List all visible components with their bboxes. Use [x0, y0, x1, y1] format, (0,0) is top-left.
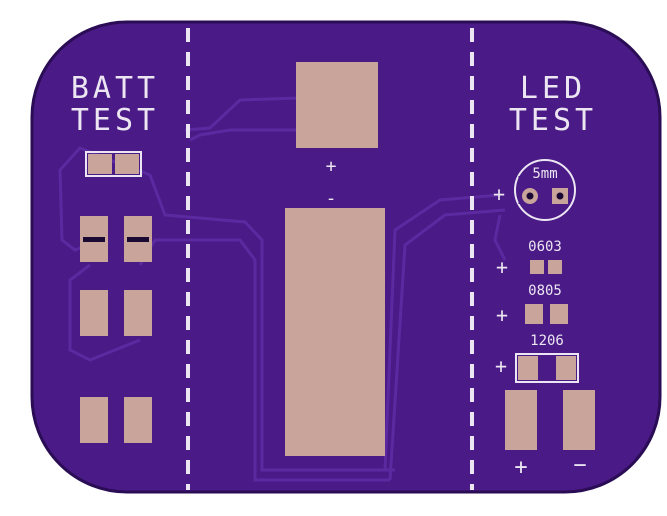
smd-0603-plus: +	[496, 255, 508, 279]
batt-smd-pad-left	[88, 154, 112, 174]
led-5mm-hole-anode	[526, 192, 534, 200]
led-bottom-minus: −	[573, 453, 586, 478]
led-5mm-hole-cathode	[556, 192, 564, 200]
smd-1206-label: 1206	[530, 333, 564, 349]
center-plus-mark: +	[326, 156, 337, 177]
batt-pad-3a	[80, 290, 108, 336]
smd-1206-pad-left	[518, 356, 538, 380]
smd-0805-pad-right	[550, 304, 568, 324]
smd-0805-pad-left	[525, 304, 543, 324]
led-bottom-plus: +	[514, 455, 527, 480]
smd-0603-pad-right	[548, 260, 562, 274]
smd-1206-pad-right	[556, 356, 576, 380]
batt-pad-3b	[124, 290, 152, 336]
led-5mm-label: 5mm	[532, 166, 557, 182]
batt-pad-2a-mark	[83, 237, 105, 242]
smd-0603-pad-left	[530, 260, 544, 274]
led-bottom-pad-plus	[505, 390, 537, 450]
center-minus-mark: -	[326, 188, 337, 209]
batt-pad-4b	[124, 397, 152, 443]
smd-1206-plus: +	[495, 354, 507, 378]
led-5mm-plus: +	[493, 182, 505, 206]
smd-1206-outline	[515, 353, 579, 383]
batt-smd-outline	[85, 151, 142, 177]
batt-title-line2: TEST	[71, 103, 159, 138]
batt-pad-4a	[80, 397, 108, 443]
batt-title-line1: BATT	[71, 71, 159, 106]
batt-pad-2b-mark	[127, 237, 149, 242]
smd-0805-label: 0805	[528, 283, 562, 299]
smd-0603-label: 0603	[528, 239, 562, 255]
smd-0805-plus: +	[496, 303, 508, 327]
led-bottom-pad-minus	[563, 390, 595, 450]
led-5mm-outline	[514, 159, 576, 221]
batt-smd-pad-right	[115, 154, 139, 174]
led-title-line2: TEST	[509, 103, 597, 138]
led-title-line1: LED	[520, 71, 586, 106]
center-pad-top	[296, 62, 378, 148]
center-pad-large	[285, 208, 385, 456]
